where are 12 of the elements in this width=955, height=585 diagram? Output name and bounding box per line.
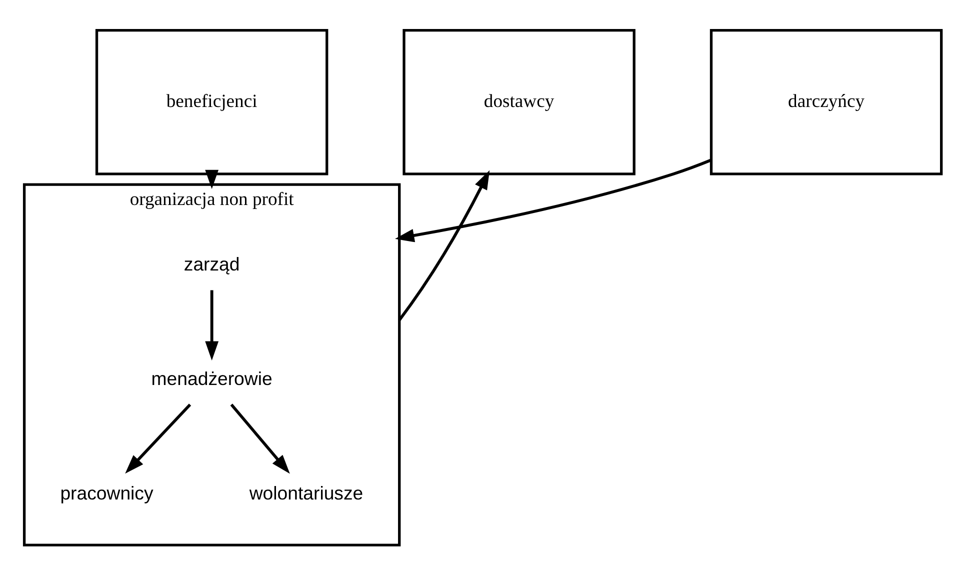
arrow xyxy=(230,403,290,474)
node-text: zarząd xyxy=(184,253,240,274)
arrow xyxy=(205,290,219,360)
node-text: pracownicy xyxy=(60,482,154,503)
node-box: darczyńcy xyxy=(710,28,943,175)
node-text: menadżerowie xyxy=(151,368,272,389)
arrow xyxy=(395,158,712,242)
arrow xyxy=(205,169,219,189)
arrow xyxy=(125,403,192,474)
node-text: wolontariusze xyxy=(249,482,364,503)
node-box: dostawcy xyxy=(402,28,636,175)
arrow xyxy=(398,170,490,320)
